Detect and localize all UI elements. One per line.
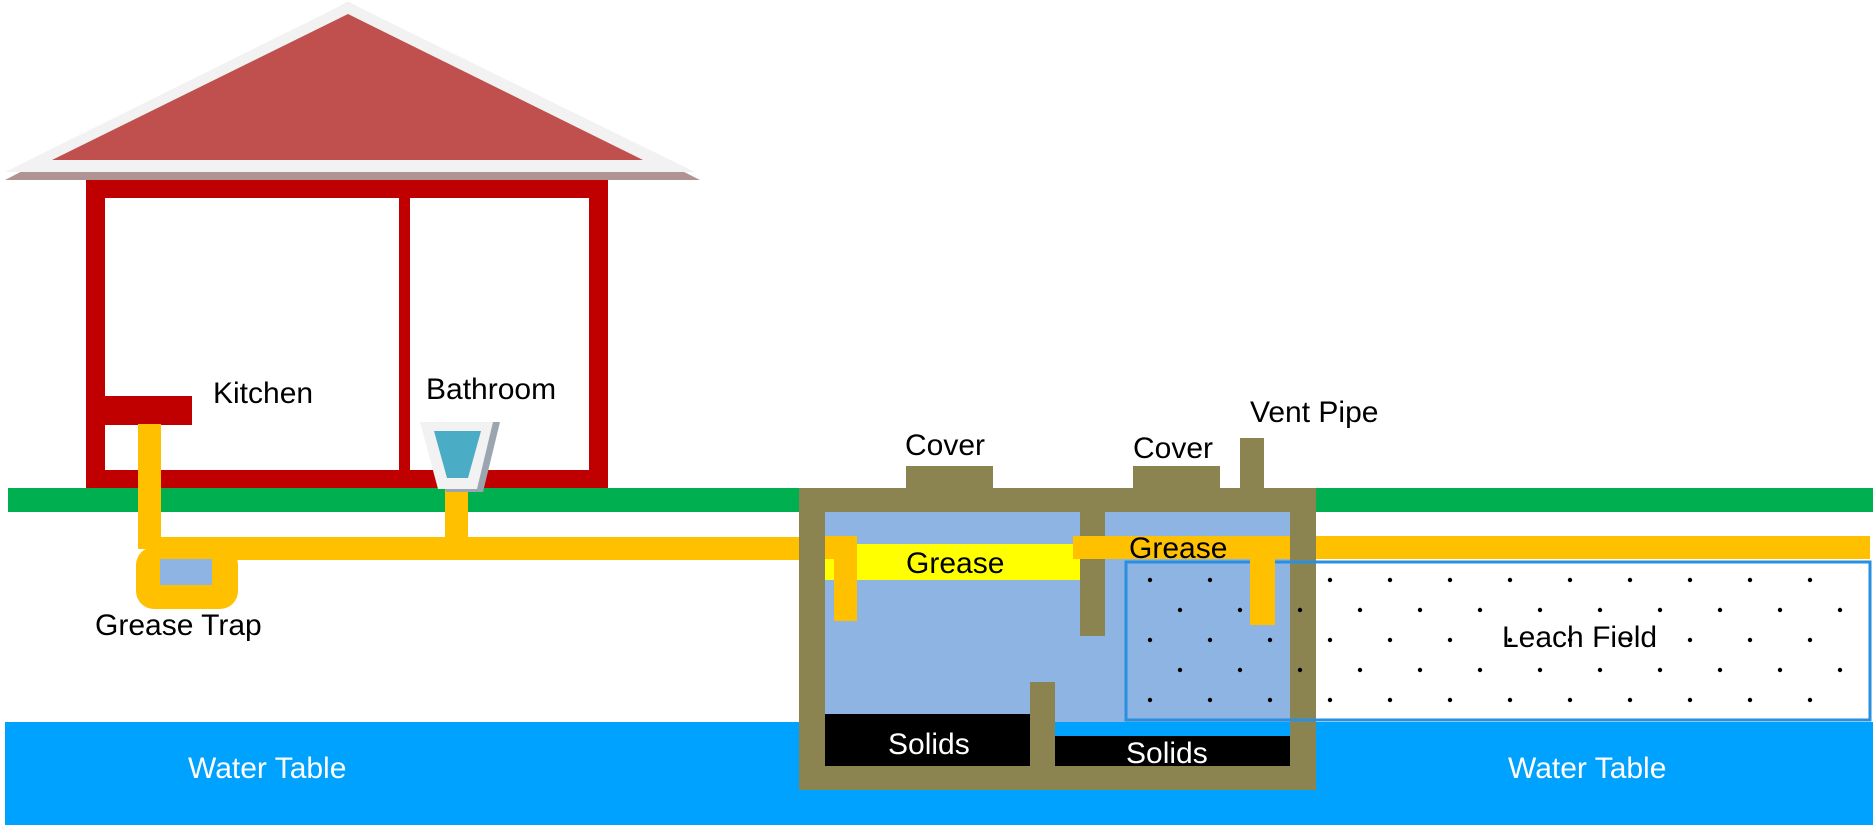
leach-field-dot: [1357, 667, 1363, 673]
label-kitchen: Kitchen: [213, 377, 313, 410]
leach-field-dot: [1327, 577, 1333, 583]
cover-right-lid: [1133, 466, 1220, 488]
leach-field-dot: [1567, 637, 1573, 643]
cover-left-lid: [906, 466, 993, 488]
leach-field-dots: [1147, 577, 1843, 703]
leach-field-dot: [1447, 577, 1453, 583]
leach-field-dot: [1387, 577, 1393, 583]
leach-field-dot: [1237, 607, 1243, 613]
leach-field-dot: [1147, 637, 1153, 643]
leach-field-dot: [1447, 637, 1453, 643]
label-grease-right: Grease: [1129, 532, 1227, 565]
leach-field-dot: [1747, 577, 1753, 583]
leach-field-dot: [1207, 577, 1213, 583]
leach-field-dot: [1537, 667, 1543, 673]
label-solids-left: Solids: [888, 728, 970, 761]
house-frame: [86, 180, 608, 488]
label-grease-trap: Grease Trap: [95, 609, 262, 642]
leach-field-dot: [1267, 697, 1273, 703]
leach-field-dot: [1357, 607, 1363, 613]
leach-field-dot: [1687, 577, 1693, 583]
label-leach-field: Leach Field: [1502, 621, 1657, 654]
leach-field-dot: [1807, 637, 1813, 643]
leach-field-dot: [1237, 667, 1243, 673]
leach-field-dot: [1807, 697, 1813, 703]
septic-tank: [799, 438, 1316, 790]
leach-field-dot: [1147, 697, 1153, 703]
leach-field-dot: [1387, 637, 1393, 643]
leach-field-dot: [1837, 667, 1843, 673]
baffle-bottom: [1030, 682, 1055, 766]
label-water-table-left: Water Table: [188, 752, 346, 785]
leach-field-dot: [1627, 577, 1633, 583]
outlet-tee: [1250, 555, 1275, 625]
leach-field-dot: [1687, 637, 1693, 643]
leach-field-dot: [1297, 607, 1303, 613]
leach-field-dot: [1627, 697, 1633, 703]
leach-field-dot: [1717, 667, 1723, 673]
leach-field-dot: [1597, 667, 1603, 673]
leach-field-dot: [1387, 697, 1393, 703]
leach-field-dot: [1177, 667, 1183, 673]
leach-field-dot: [1747, 697, 1753, 703]
leach-field-dot: [1807, 577, 1813, 583]
leach-field-dot: [1507, 637, 1513, 643]
leach-field-dot: [1567, 697, 1573, 703]
leach-field-dot: [1267, 637, 1273, 643]
leach-field-dot: [1777, 667, 1783, 673]
leach-field-dot: [1477, 667, 1483, 673]
leach-field-dot: [1657, 607, 1663, 613]
solids-right-layer: [1055, 736, 1290, 766]
label-solids-right: Solids: [1126, 737, 1208, 770]
label-bathroom: Bathroom: [426, 373, 556, 406]
leach-field-dot: [1147, 577, 1153, 583]
label-grease-left: Grease: [906, 547, 1004, 580]
leach-field-dot: [1477, 607, 1483, 613]
vent-pipe-stack: [1240, 438, 1264, 488]
leach-field-dot: [1687, 697, 1693, 703]
leach-field-dot: [1597, 607, 1603, 613]
leach-field-dot: [1327, 697, 1333, 703]
leach-field-dot: [1417, 607, 1423, 613]
leach-field-dot: [1207, 637, 1213, 643]
grease-trap: [136, 547, 238, 609]
leach-field-dot: [1657, 667, 1663, 673]
solids-left-layer: [825, 714, 1030, 766]
baffle-top: [1080, 512, 1105, 636]
leach-field-dot: [1837, 607, 1843, 613]
kitchen-sink: [100, 396, 192, 425]
label-water-table-right: Water Table: [1508, 752, 1666, 785]
leach-field-dot: [1747, 637, 1753, 643]
leach-field-dot: [1327, 637, 1333, 643]
leach-field-dot: [1507, 697, 1513, 703]
leach-field-dot: [1717, 607, 1723, 613]
leach-field-dot: [1567, 577, 1573, 583]
leach-field-area: [1124, 560, 1872, 722]
leach-field-dot: [1417, 667, 1423, 673]
label-cover-right: Cover: [1133, 432, 1213, 465]
leach-field-dot: [1507, 577, 1513, 583]
label-cover-left: Cover: [905, 429, 985, 462]
leach-field-dot: [1207, 697, 1213, 703]
leach-field-dot: [1297, 667, 1303, 673]
leach-field-dot: [1177, 607, 1183, 613]
leach-field-dot: [1447, 697, 1453, 703]
house-roof: [5, 2, 700, 180]
leach-field-dot: [1777, 607, 1783, 613]
leach-field-dot: [1627, 637, 1633, 643]
leach-field-dot: [1537, 607, 1543, 613]
toilet-icon: [420, 422, 500, 492]
label-vent-pipe: Vent Pipe: [1250, 396, 1378, 429]
